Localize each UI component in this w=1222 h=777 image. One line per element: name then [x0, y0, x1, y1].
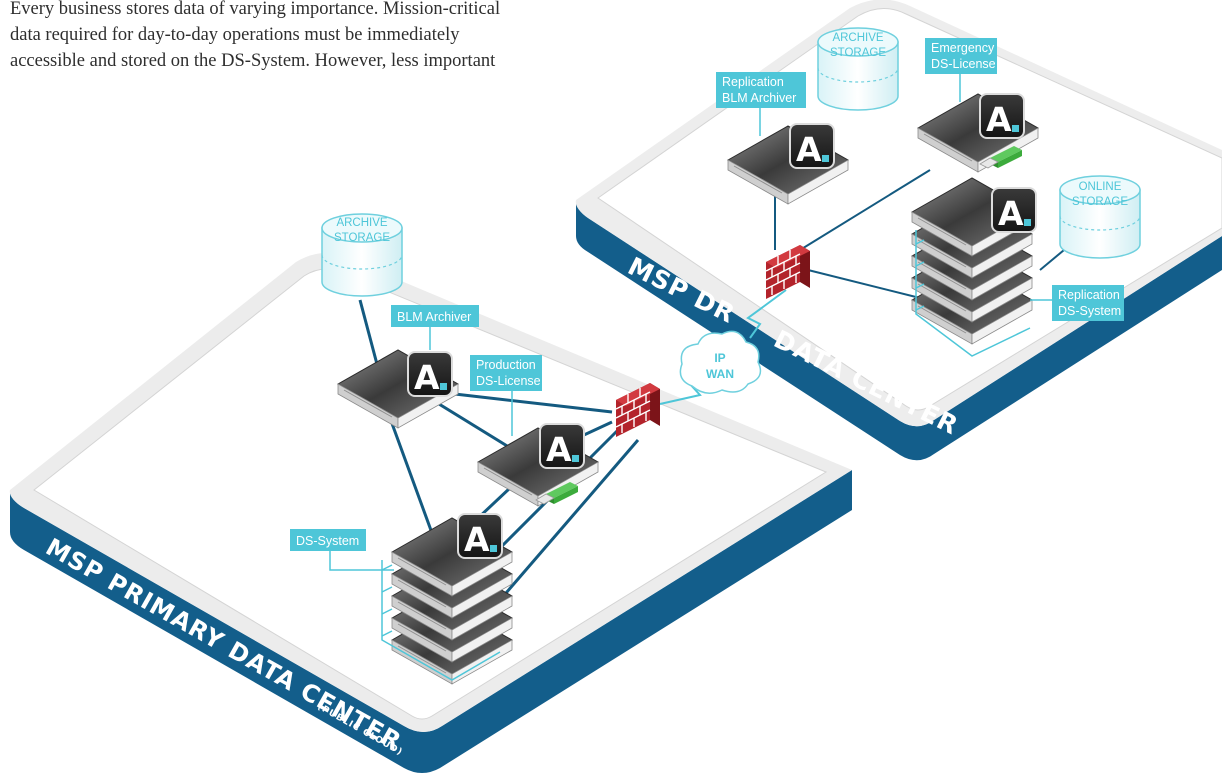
logo-letter: A: [414, 358, 440, 397]
storage-label: ARCHIVE: [336, 217, 387, 229]
logo-letter: A: [986, 100, 1012, 139]
label-blm-archiver: BLM Archiver: [397, 310, 471, 324]
logo-icon: A: [789, 123, 835, 169]
intro-line: data required for day-to-day operations …: [10, 25, 460, 45]
logo-icon: A: [991, 187, 1037, 233]
ds-system-server-stack-icon: [381, 517, 513, 685]
storage-label: STORAGE: [334, 232, 390, 244]
logo-icon: A: [407, 351, 453, 397]
storage-label: STORAGE: [830, 47, 886, 59]
logo-icon: A: [457, 513, 503, 559]
ip-wan-cloud-icon: IP WAN: [679, 330, 762, 394]
label-ds-system: DS-System: [1058, 304, 1121, 318]
callout-blm-archiver: BLM Archiver: [391, 305, 479, 350]
storage-label: ARCHIVE: [832, 32, 883, 44]
logo-letter: A: [998, 194, 1024, 233]
storage-label: ONLINE: [1079, 181, 1122, 193]
label-replication: Replication: [722, 75, 784, 89]
callout-emergency-license: Emergency DS-License: [925, 38, 997, 102]
logo-icon: A: [539, 423, 585, 469]
intro-line: Every business stores data of varying im…: [10, 0, 501, 19]
dr-archive-storage-icon: ARCHIVE STORAGE: [817, 27, 899, 111]
intro-paragraph: Every business stores data of varying im…: [10, 0, 700, 74]
label-replication: Replication: [1058, 288, 1120, 302]
logo-letter: A: [796, 130, 822, 169]
label-ds-license: DS-License: [931, 57, 996, 71]
logo-letter: A: [546, 430, 572, 469]
logo-icon: A: [979, 93, 1025, 139]
wan-label: WAN: [706, 367, 734, 381]
label-production: Production: [476, 358, 536, 372]
label-ds-license: DS-License: [476, 374, 541, 388]
primary-archive-storage-icon: ARCHIVE STORAGE: [321, 213, 403, 297]
replication-ds-system-stack-icon: [911, 177, 1033, 357]
callout-replication-system: Replication DS-System: [1030, 285, 1124, 321]
callout-replication-blm: Replication BLM Archiver: [716, 72, 806, 136]
label-emergency: Emergency: [931, 41, 995, 55]
dr-online-storage-icon: ONLINE STORAGE: [1059, 175, 1141, 259]
storage-label: STORAGE: [1072, 196, 1128, 208]
intro-line: accessible and stored on the DS-System. …: [10, 51, 496, 71]
logo-letter: A: [464, 520, 490, 559]
label-blm-archiver: BLM Archiver: [722, 91, 796, 105]
wan-label: IP: [714, 351, 725, 365]
label-ds-system: DS-System: [296, 534, 359, 548]
callout-production-license: Production DS-License: [470, 355, 542, 436]
callout-ds-system: DS-System: [290, 529, 394, 571]
